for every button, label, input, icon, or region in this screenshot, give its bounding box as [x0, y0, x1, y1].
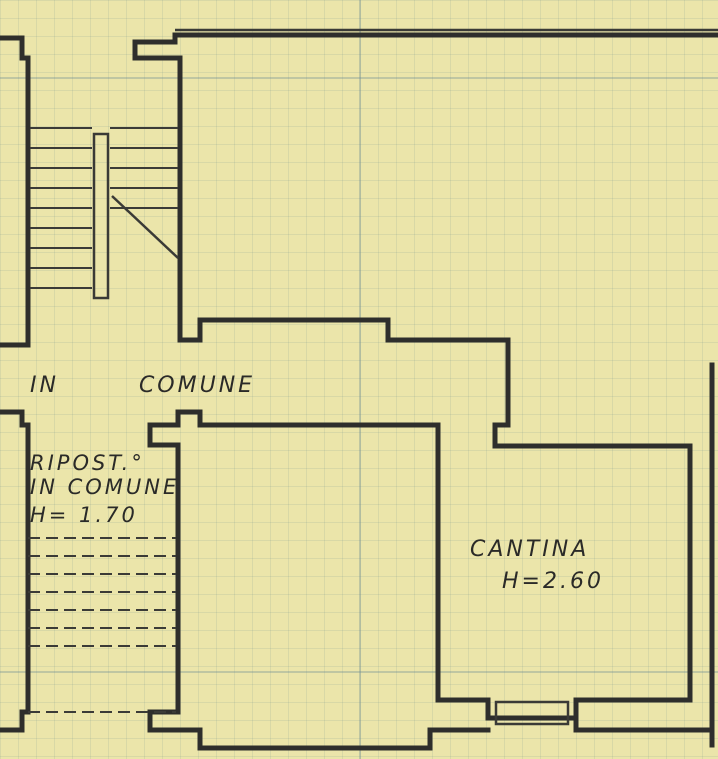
- window-sill: [494, 700, 570, 726]
- bottom-wall: [197, 727, 491, 751]
- cellar-label: CANTINA: [470, 537, 589, 562]
- corridor-lower-wall: [147, 409, 441, 751]
- corridor-label: IN COMUNE: [30, 373, 255, 398]
- bottom-right-wall: [573, 715, 715, 733]
- storage-label-line2: IN COMUNE: [30, 475, 179, 499]
- stair-well: [92, 132, 110, 300]
- stair-left-wall: [0, 35, 31, 348]
- stair-right-wall: [132, 39, 693, 721]
- staircase: [30, 127, 179, 300]
- storage-height-label: H= 1.70: [30, 503, 138, 527]
- storage-label-line1: RIPOST.°: [30, 451, 145, 475]
- storage-dashes: [28, 537, 176, 713]
- building-walls: [0, 28, 718, 751]
- top-wall: [132, 32, 718, 45]
- storage-left-wall: [0, 409, 31, 733]
- cellar-height-label: H=2.60: [502, 569, 604, 594]
